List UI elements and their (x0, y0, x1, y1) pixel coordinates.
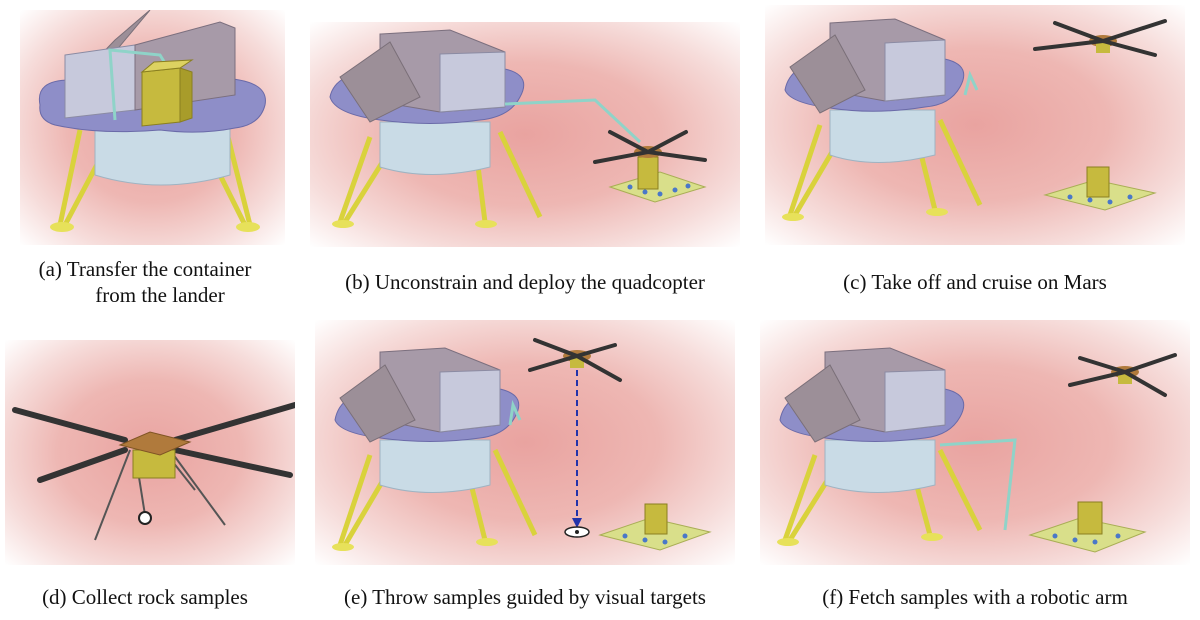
container (1087, 167, 1109, 197)
caption-a-line1: (a) Transfer the container (0, 257, 290, 282)
robotic-arm (940, 440, 1015, 530)
scene-c (765, 5, 1185, 245)
container (142, 68, 180, 126)
lander-body (830, 110, 935, 163)
caption-a-line2: from the lander (30, 283, 290, 308)
sample-gripper-icon (139, 512, 151, 524)
lander-box (65, 45, 135, 118)
lander-body (825, 440, 935, 493)
caption-b: (b) Unconstrain and deploy the quadcopte… (300, 270, 750, 295)
panel-a: (a) Transfer the container from the land… (0, 0, 300, 310)
panel-b: (b) Unconstrain and deploy the quadcopte… (300, 0, 750, 310)
panel-f: (f) Fetch samples with a robotic arm (750, 310, 1200, 620)
container (1078, 502, 1102, 534)
quadcopter (15, 405, 295, 540)
panel-e: (e) Throw samples guided by visual targe… (300, 310, 750, 620)
robotic-arm (965, 75, 977, 95)
caption-f: (f) Fetch samples with a robotic arm (750, 585, 1200, 610)
scene-a (20, 10, 285, 245)
lander-body (380, 122, 490, 175)
lander-body (380, 440, 490, 493)
caption-c: (c) Take off and cruise on Mars (750, 270, 1200, 295)
container (133, 450, 175, 478)
lander-body (95, 125, 230, 185)
panel-c: (c) Take off and cruise on Mars (750, 0, 1200, 310)
quadcopter (530, 340, 620, 380)
scene-e (315, 320, 735, 565)
quadcopter (595, 132, 705, 162)
caption-e: (e) Throw samples guided by visual targe… (300, 585, 750, 610)
panel-d: (d) Collect rock samples (0, 310, 300, 620)
scene-f (760, 320, 1190, 565)
quadcopter (1070, 355, 1175, 395)
scene-d (5, 340, 295, 565)
scene-b (310, 22, 740, 247)
container (645, 504, 667, 534)
quadcopter (1035, 21, 1165, 55)
container (638, 157, 658, 189)
caption-d: (d) Collect rock samples (0, 585, 290, 610)
